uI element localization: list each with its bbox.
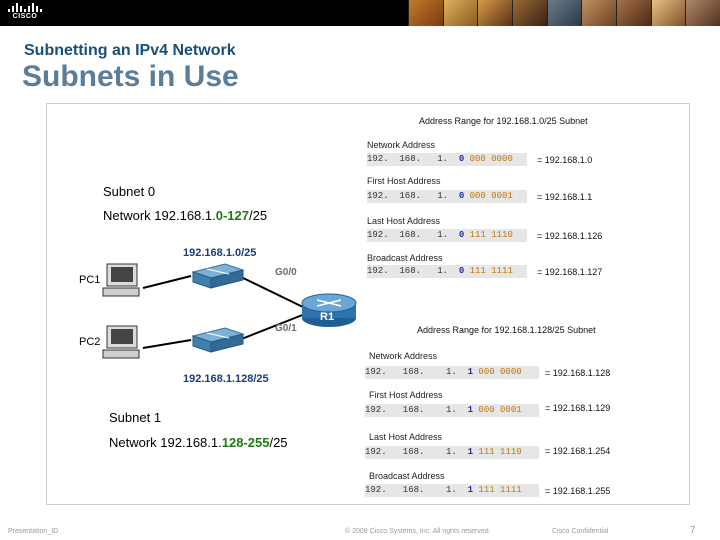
subnet0-label: Subnet 0 — [103, 184, 156, 199]
range0-row2-result: = 192.168.1.126 — [537, 231, 603, 241]
range1-row1-binary: 192. 168. 1. 1 000 0001 — [365, 404, 539, 417]
subnet1-network: Network 192.168.1.128-255/25 — [109, 435, 288, 450]
cisco-logo-text: CISCO — [12, 13, 38, 20]
subnet1-label: Subnet 1 — [109, 410, 162, 425]
pc2-label: PC2 — [79, 336, 101, 348]
range0-row3-result: = 192.168.1.127 — [537, 267, 603, 277]
subnet0-network: Network 192.168.1.0-127/25 — [103, 208, 268, 223]
range1-row0-result: = 192.168.1.128 — [545, 368, 611, 378]
range1-row2-result: = 192.168.1.254 — [545, 446, 611, 456]
range0-row1-label: First Host Address — [367, 176, 441, 186]
range0-row0-binary: 192. 168. 1. 0 000 0000 — [367, 153, 527, 166]
range1-title: Address Range for 192.168.1.128/25 Subne… — [417, 325, 596, 335]
switch-2-icon — [191, 327, 245, 353]
pc2-icon — [102, 325, 140, 359]
range1-row1-label: First Host Address — [369, 390, 443, 400]
subnet0-address: 192.168.1.0/25 — [183, 247, 257, 259]
header-banner: CISCO — [0, 0, 720, 26]
range0-row2-binary: 192. 168. 1. 0 111 1110 — [367, 229, 527, 242]
range0-row3-binary: 192. 168. 1. 0 111 1111 — [367, 265, 527, 278]
range1-row2-label: Last Host Address — [369, 432, 443, 442]
pc1-icon — [102, 263, 140, 297]
range0-row3-label: Broadcast Address — [367, 253, 443, 263]
range1-row3-label: Broadcast Address — [369, 471, 445, 481]
range0-title: Address Range for 192.168.1.0/25 Subnet — [419, 116, 588, 126]
range0-row0-label: Network Address — [367, 140, 436, 150]
slide-subtitle: Subnetting an IPv4 Network — [24, 42, 236, 59]
range0-row2-label: Last Host Address — [367, 216, 441, 226]
slide-title: Subnets in Use — [22, 60, 239, 93]
switch-1-icon — [191, 263, 245, 289]
footer-presentation-id: Presentation_ID — [8, 528, 59, 535]
range0-row1-binary: 192. 168. 1. 0 000 0001 — [367, 190, 527, 203]
router-label: R1 — [320, 311, 335, 323]
range0-row1-result: = 192.168.1.1 — [537, 192, 593, 202]
range0-row0-result: = 192.168.1.0 — [537, 155, 593, 165]
router-r1-icon — [301, 293, 357, 327]
topology-graphic — [102, 263, 357, 359]
range1-row0-label: Network Address — [369, 351, 438, 361]
range1-row2-binary: 192. 168. 1. 1 111 1110 — [365, 446, 539, 459]
range1-row0-binary: 192. 168. 1. 1 000 0000 — [365, 366, 539, 379]
range1-row3-binary: 192. 168. 1. 1 111 1111 — [365, 484, 539, 497]
subnet1-address: 192.168.1.128/25 — [183, 373, 269, 385]
footer-confidential: Cisco Confidential — [552, 528, 609, 535]
range1-row3-result: = 192.168.1.255 — [545, 486, 611, 496]
pc1-label: PC1 — [79, 274, 101, 286]
cisco-logo: CISCO — [8, 3, 42, 23]
port-g0-0: G0/0 — [275, 267, 297, 278]
page-number: 7 — [690, 525, 696, 536]
subnet-diagram: Subnet 0 Network 192.168.1.0-127/25 192.… — [46, 103, 690, 505]
banner-photo-strip — [408, 0, 720, 26]
footer-copyright: © 2008 Cisco Systems, Inc. All rights re… — [345, 528, 491, 535]
range1-row1-result: = 192.168.1.129 — [545, 403, 611, 413]
port-g0-1: G0/1 — [275, 323, 297, 334]
